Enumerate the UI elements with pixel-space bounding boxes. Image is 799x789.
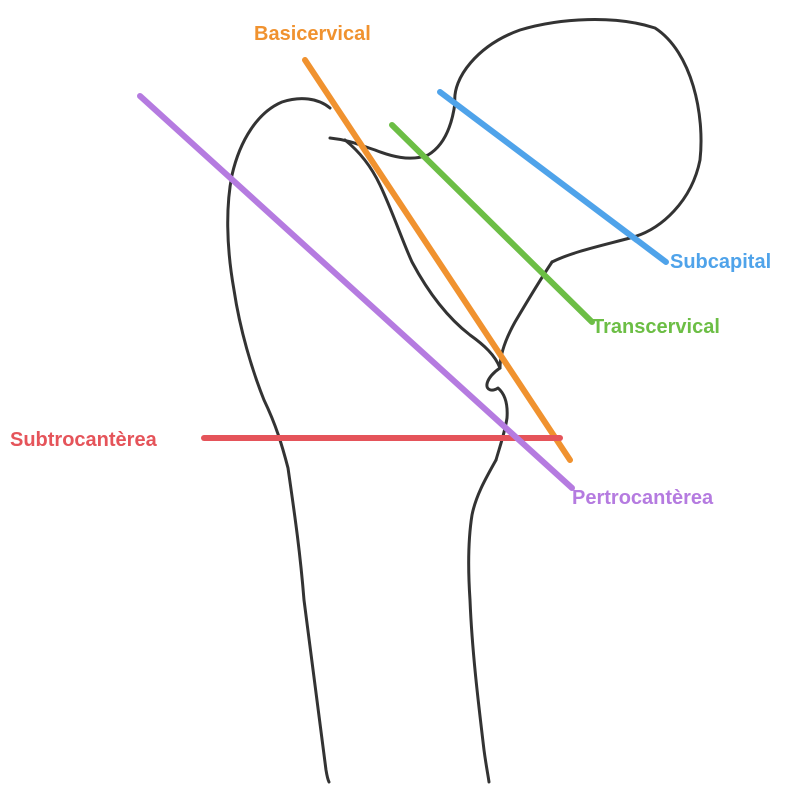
subtrocanterea-label: Subtrocantèrea [10, 429, 158, 451]
femoral-shaft-medial-outline [469, 460, 496, 782]
pertrocanterea-line [140, 96, 572, 488]
basicervical-label: Basicervical [254, 23, 371, 45]
femur-outline [228, 20, 701, 782]
transcervical-line [392, 125, 592, 322]
intertrochanteric-line [345, 140, 500, 368]
subcapital-label: Subcapital [670, 251, 771, 273]
subcapital-line [440, 92, 666, 262]
pertrocanterea-label: Pertrocantèrea [572, 487, 714, 509]
fracture-lines [140, 60, 666, 488]
transcervical-label: Transcervical [592, 316, 720, 338]
